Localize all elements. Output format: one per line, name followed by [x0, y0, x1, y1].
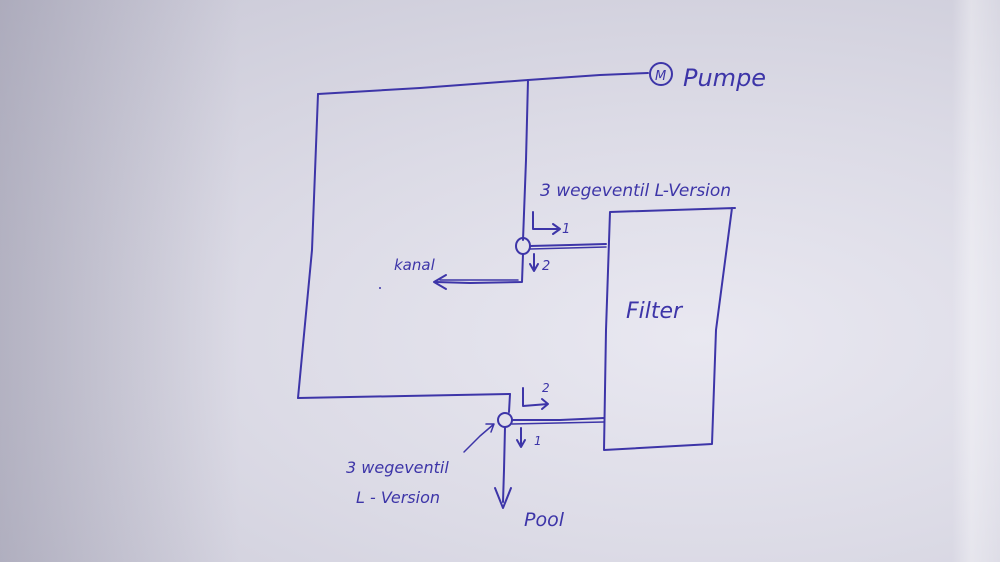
pump-circle [649, 62, 673, 86]
upper-valve-port1: 1 [562, 222, 570, 237]
filter-label: Filter [626, 299, 684, 324]
upper-valve-port2: 2 [542, 259, 550, 274]
kanal-arrowhead [433, 274, 447, 290]
pen-dot [379, 287, 381, 289]
lower-valve-port2: 2 [542, 381, 550, 395]
valve-to-filter-pipe-2 [529, 246, 607, 250]
filter-return-pipe [511, 417, 605, 421]
loop-pipe-top [317, 79, 529, 95]
upper-valve-port1-arrow [532, 211, 561, 235]
pump-symbol: M [655, 69, 666, 84]
filter-return-pipe-2 [511, 421, 605, 425]
kanal-pipe [435, 253, 524, 284]
filter-box [603, 207, 736, 451]
loop-pipe-bottom [297, 393, 511, 399]
lower-valve-label-1: 3 wegeventil [346, 458, 449, 477]
loop-pipe-left [297, 93, 319, 399]
lower-valve-symbol [497, 412, 513, 428]
paper-shadow [0, 0, 240, 562]
upper-valve-label: 3 wegeventil L-Version [540, 181, 731, 201]
pump-line [527, 72, 649, 81]
lower-valve-port2-arrow [522, 387, 549, 410]
upper-valve-port2-arrow [529, 253, 539, 272]
lower-valve-port1-arrow [516, 427, 526, 448]
pool-label: Pool [524, 509, 565, 531]
lower-riser-pipe [508, 393, 511, 413]
lower-valve-port1: 1 [534, 434, 542, 448]
pool-arrowhead [494, 487, 512, 509]
valve-to-filter-pipe [529, 243, 607, 247]
pump-label: Pumpe [683, 64, 766, 92]
riser-pipe [522, 79, 529, 241]
paper-edge [952, 0, 1000, 562]
lower-valve-label-2: L - Version [356, 488, 440, 507]
kanal-label: kanal [394, 256, 436, 274]
lower-valve-pointer [463, 423, 495, 453]
pool-pipe [502, 426, 506, 503]
